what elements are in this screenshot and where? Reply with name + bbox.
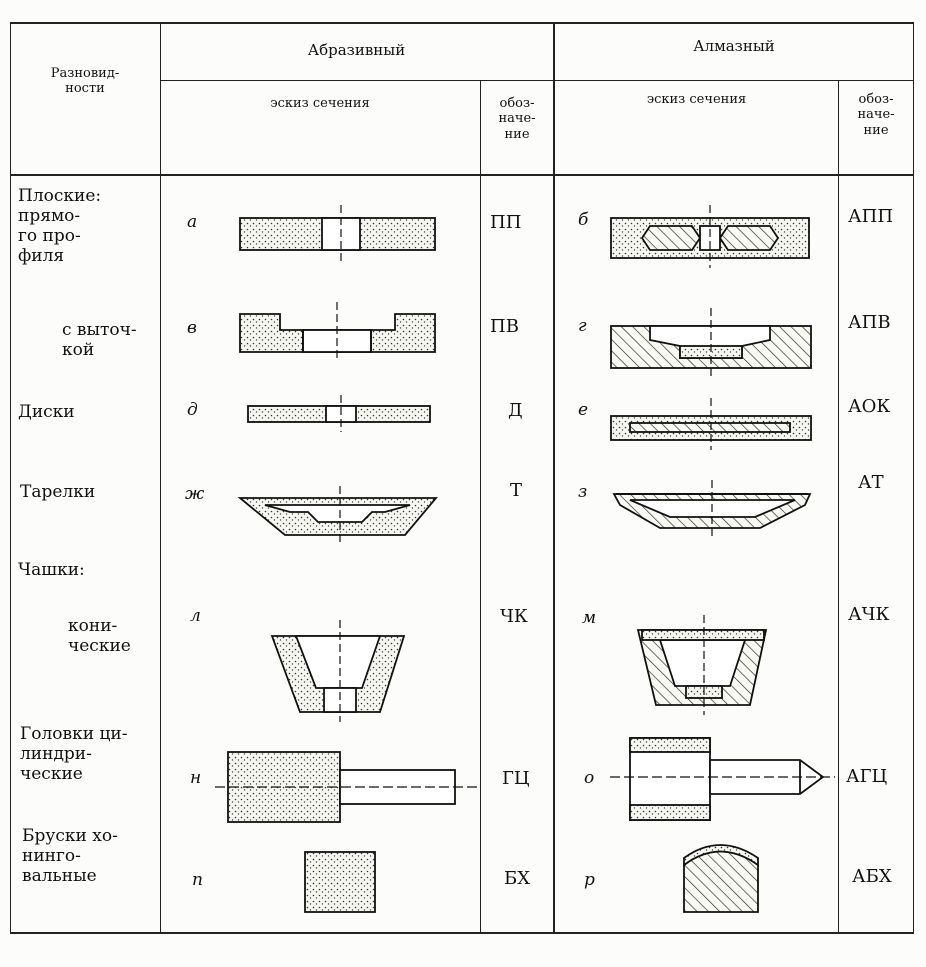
header-bottom-border [10, 174, 914, 176]
row-letter: н [190, 768, 202, 788]
row-code: ПВ [490, 316, 519, 337]
header-sketch-diamond: эскиз сечения [646, 92, 747, 107]
row-code: БХ [504, 868, 531, 889]
row-code: АГЦ [846, 766, 888, 787]
row-code: ПП [490, 212, 522, 233]
sketch-m-diamond-conical [636, 615, 768, 715]
row-label: Диски [18, 402, 75, 422]
row-letter: а [187, 212, 198, 232]
row-letter: р [584, 870, 595, 890]
row-letter: е [578, 400, 589, 420]
row-label: Плоские: прямо- го про- филя [18, 186, 102, 267]
sketch-r-diamond-honing-bar [683, 844, 759, 913]
row-letter: ж [185, 484, 205, 504]
row-label: Чашки: [18, 560, 85, 580]
row-code: АБХ [852, 866, 892, 887]
header-sketch-abrasive: эскиз сечения [270, 96, 370, 111]
row-code: АТ [858, 472, 884, 493]
row-letter: м [582, 608, 597, 628]
sketch-d-disc [247, 395, 431, 432]
row-letter: п [192, 870, 203, 890]
col-divider-dia-code [838, 80, 839, 934]
sketch-g-diamond-recessed [610, 308, 812, 378]
row-label: Тарелки [20, 482, 96, 502]
row-letter: д [187, 400, 198, 420]
row-letter: о [584, 768, 595, 788]
row-code: ГЦ [502, 768, 530, 789]
table-bottom-border [10, 932, 914, 934]
row-letter: л [190, 606, 201, 626]
sketch-p-honing-bar [304, 851, 376, 913]
col-divider-varieties [160, 22, 161, 934]
row-label: кони- ческие [68, 616, 131, 657]
sketch-n-cyl-head [215, 751, 480, 823]
col-divider-abr-code [480, 80, 481, 934]
row-code: Т [510, 480, 523, 501]
col-border-left [10, 22, 11, 934]
header-divider-1 [160, 80, 914, 81]
col-border-right [913, 22, 914, 934]
table-top-border [10, 22, 914, 24]
row-code: АПВ [848, 312, 891, 333]
sketch-zh-plate [237, 486, 438, 545]
row-code: ЧК [500, 606, 528, 627]
row-code: АПП [848, 206, 894, 227]
row-code: АЧК [848, 604, 890, 625]
row-letter: б [578, 210, 589, 230]
row-letter: в [187, 318, 197, 338]
row-letter: з [578, 482, 588, 502]
sketch-v-recessed [239, 302, 436, 362]
sketch-l-conical-cup [270, 620, 406, 722]
row-label: Бруски хо- нинго- вальные [22, 826, 118, 887]
row-code: АОК [848, 396, 891, 417]
sketch-o-diamond-cyl-head [610, 737, 835, 821]
header-designation-diamond: обоз- наче- ние [857, 92, 895, 138]
header-diamond: Алмазный [693, 37, 775, 55]
row-label: Головки ци- линдри- ческие [20, 724, 128, 785]
header-designation-abrasive: обоз- наче- ние [498, 96, 536, 142]
header-abrasive: Абразивный [307, 41, 406, 59]
row-code: Д [508, 400, 523, 421]
sketch-z-diamond-plate [612, 480, 812, 540]
header-varieties: Разновид- ности [50, 66, 120, 97]
sketch-e-diamond-disc [610, 398, 812, 450]
col-divider-abr-dia [553, 22, 555, 934]
row-label: с выточ- кой [62, 320, 137, 361]
sketch-b-diamond-flat [610, 205, 810, 268]
sketch-a-flat-straight [239, 205, 436, 265]
row-letter: г [578, 316, 587, 336]
